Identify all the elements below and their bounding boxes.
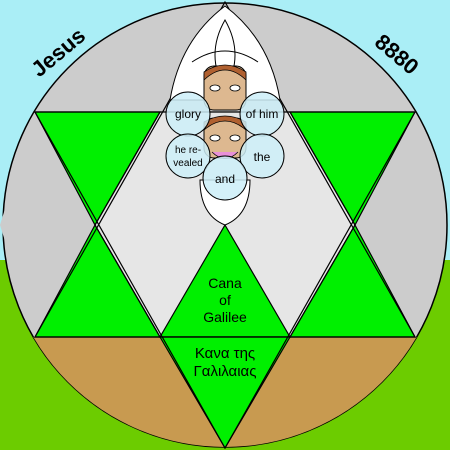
text-the: the [254,150,271,164]
face-lower [203,115,247,159]
text-glory: glory [175,107,201,121]
text-vealed: vealed [173,158,202,169]
hexagram-lines [33,0,417,450]
top-petal-ornament [169,5,281,101]
text-greek-galilaias: Γαλιλαιας [194,363,257,380]
circle-he-revealed [165,133,211,179]
text-of-him: of him [246,107,279,121]
circle-the [239,133,285,179]
text-of: of [219,292,231,308]
text-greek-kana-tes: Κανα της [195,345,255,362]
text-and: and [215,172,235,186]
left-gray-diamond [0,112,95,337]
face-upper [203,64,247,111]
text-he-re: he re- [175,145,201,156]
circle-and [202,155,248,201]
text-galilee: Galilee [203,309,247,325]
text-cana: Cana [208,275,242,291]
